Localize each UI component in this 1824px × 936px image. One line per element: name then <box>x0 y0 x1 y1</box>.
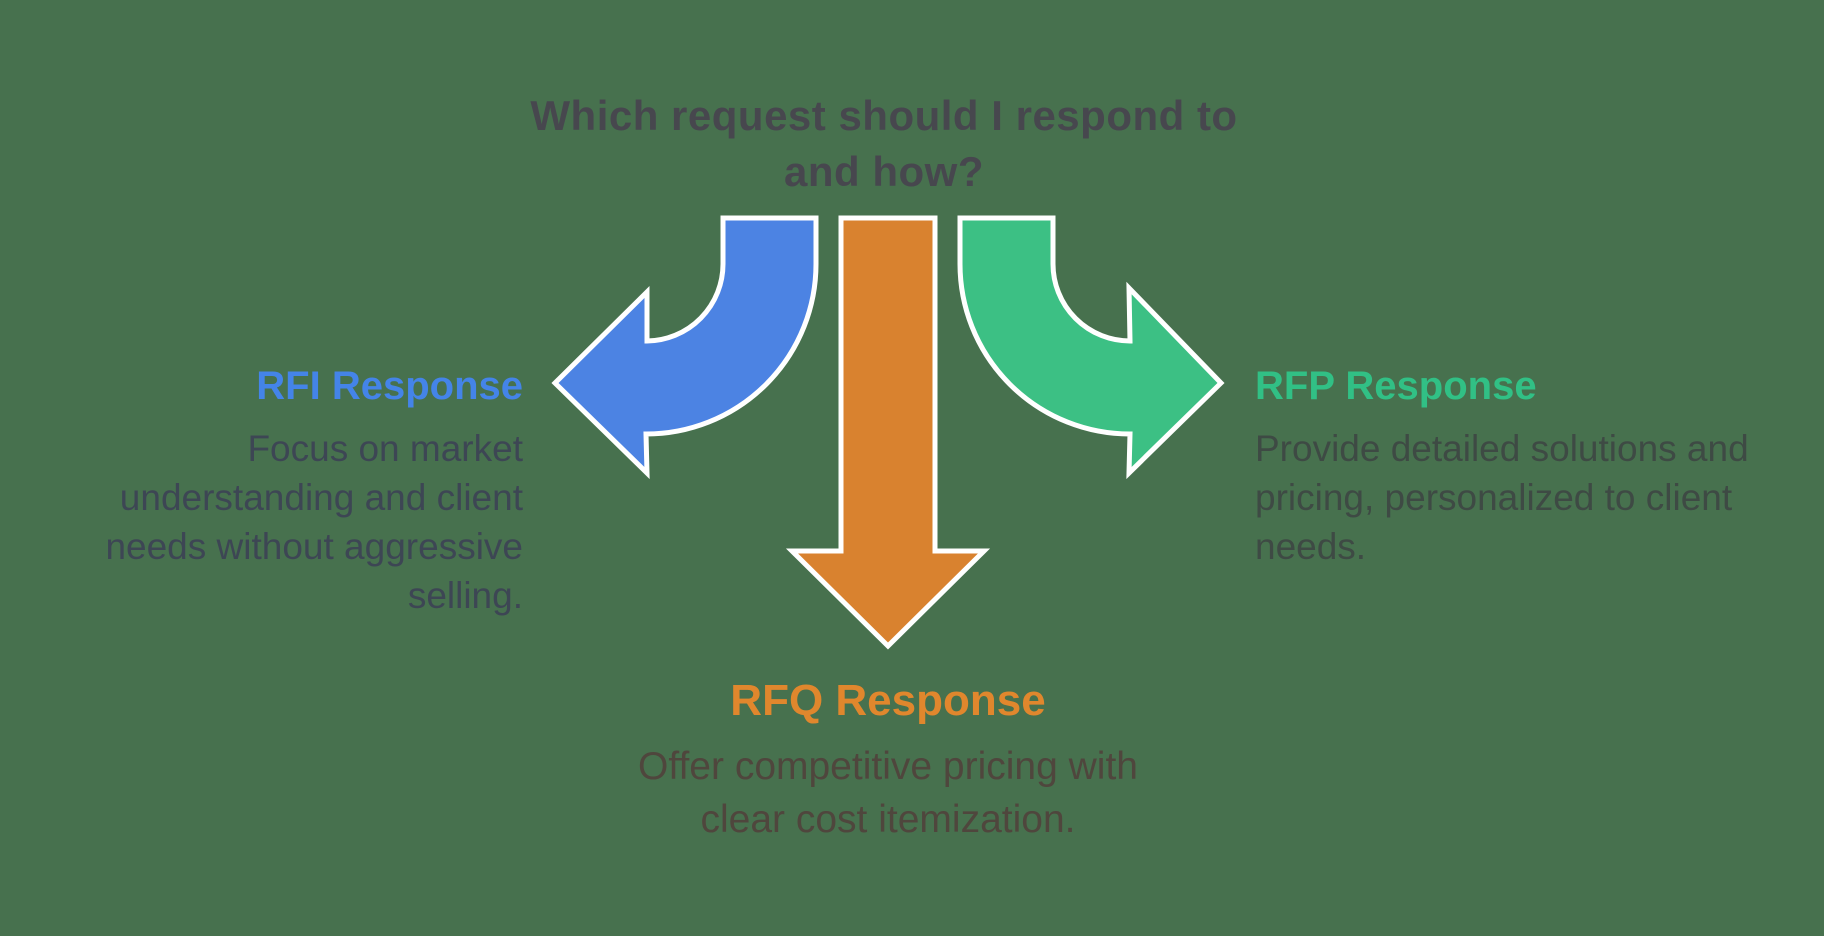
rfq-response-description: Offer competitive pricing with clear cos… <box>638 745 1138 841</box>
question-title-line2: and how? <box>784 148 984 195</box>
rfp-arrow-down-right-icon <box>957 215 1225 480</box>
rfi-response-heading: RFI Response <box>256 364 523 408</box>
rfi-arrow-down-left-icon <box>551 215 819 480</box>
rfq-arrow-down-icon <box>785 215 991 650</box>
rfq-response-heading: RFQ Response <box>730 676 1046 725</box>
rfp-response-heading: RFP Response <box>1255 364 1537 408</box>
question-title-line1: Which request should I respond to <box>530 92 1238 139</box>
rfp-response-description: Provide detailed solutions and pricing, … <box>1255 428 1749 567</box>
rfi-response-description: Focus on market understanding and client… <box>105 428 523 616</box>
